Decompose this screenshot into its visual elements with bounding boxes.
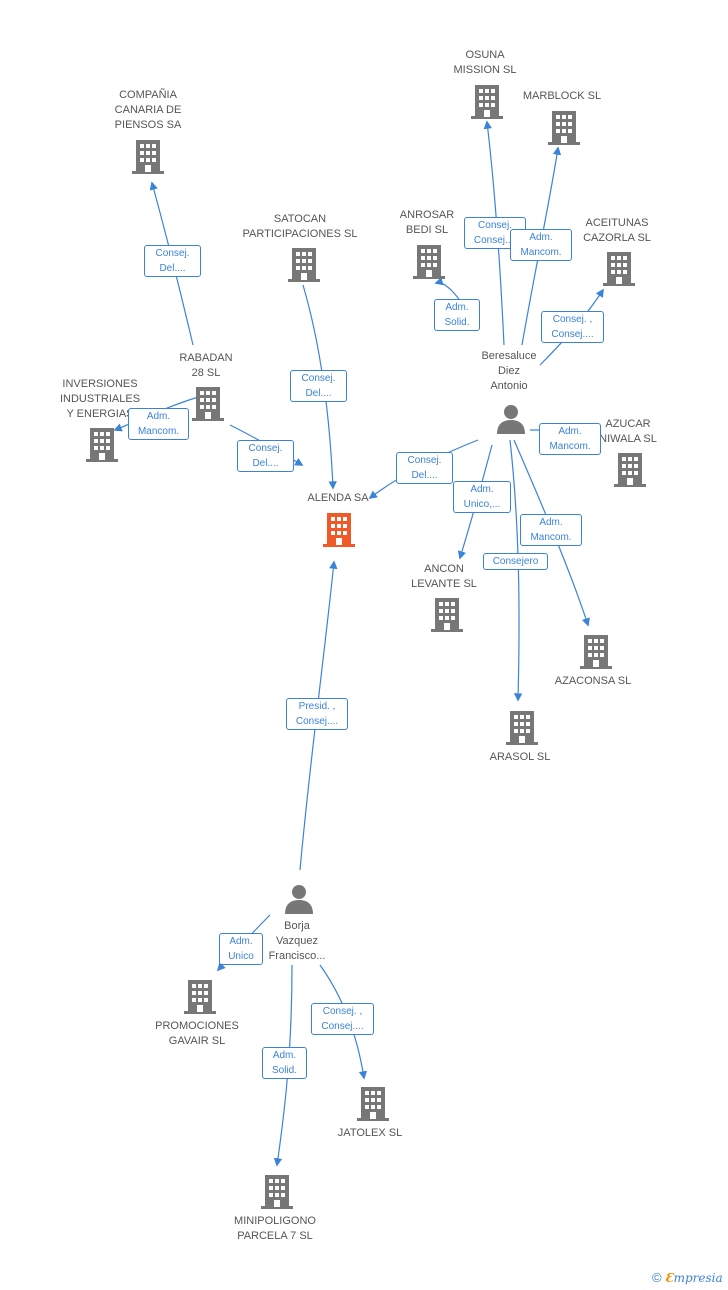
company-building-icon[interactable] [471,85,503,119]
edge-label-satocan[interactable]: Consej. Del.... [290,370,347,402]
brand-logo-text: mpresia [673,1271,723,1285]
edge-label-alenda-beresaluce[interactable]: Consej. Del.... [396,452,453,484]
company-label-anrosar: ANROSAR BEDI SL [399,209,455,236]
edge-label-ancon[interactable]: Adm. Unico,... [453,481,511,513]
company-label-azucar: AZUCAR NIWALA SL [599,418,657,445]
edge-label-compania[interactable]: Consej. Del.... [144,245,201,277]
person-label-beresaluce: Beresaluce Diez Antonio [481,350,537,392]
company-building-icon[interactable] [132,140,164,174]
company-label-compania-canaria: COMPAÑIA CANARIA DE PIENSOS SA [114,89,182,131]
company-building-icon[interactable] [506,711,538,745]
company-building-icon[interactable] [413,245,445,279]
edge-label-inversiones[interactable]: Adm. Mancom. [128,408,189,440]
company-building-icon[interactable] [548,111,580,145]
person-icon[interactable] [284,884,314,914]
company-label-promociones: PROMOCIONES GAVAIR SL [155,1020,239,1047]
company-label-alenda: ALENDA SA [307,492,369,504]
brand-logo-e: Ɛ [664,1271,674,1285]
company-building-icon[interactable] [603,252,635,286]
brand-footer: © Ɛmpresia [652,1270,723,1285]
edge-label-azucar[interactable]: Adm. Mancom. [539,423,601,455]
copyright-icon: © [652,1270,662,1285]
company-building-icon[interactable] [86,428,118,462]
edge-label-jatolex[interactable]: Consej. , Consej.... [311,1003,374,1035]
company-label-osuna: OSUNA MISSION SL [453,49,517,76]
company-building-icon[interactable] [357,1087,389,1121]
company-label-aceitunas: ACEITUNAS CAZORLA SL [583,217,651,244]
edge-label-azaconsa[interactable]: Adm. Mancom. [520,514,582,546]
company-building-icon[interactable] [431,598,463,632]
edge-label-marblock[interactable]: Adm. Mancom. [510,229,572,261]
company-building-icon[interactable] [288,248,320,282]
edge-label-anrosar[interactable]: Adm. Solid. [434,299,480,331]
edge-label-alenda-borja[interactable]: Presid. , Consej.... [286,698,348,730]
company-label-jatolex: JATOLEX SL [337,1127,403,1139]
edge-label-minipoligono[interactable]: Adm. Solid. [262,1047,307,1079]
company-label-satocan: SATOCAN PARTICIPACIONES SL [242,213,358,240]
company-label-rabadan: RABADAN 28 SL [179,352,233,379]
focus-company-building-icon[interactable] [323,513,355,547]
company-label-ancon: ANCON LEVANTE SL [411,563,477,590]
company-label-azaconsa: AZACONSA SL [554,675,632,687]
edge-arasol [509,439,523,702]
edge-label-arasol[interactable]: Consejero [483,553,548,570]
company-label-inversiones: INVERSIONES INDUSTRIALES Y ENERGIAS [59,378,141,420]
edge-label-aceitunas[interactable]: Consej. , Consej.... [541,311,604,343]
company-building-icon[interactable] [184,980,216,1014]
person-icon[interactable] [496,404,526,434]
person-label-borja: Borja Vazquez Francisco... [268,920,326,962]
company-label-arasol: ARASOL SL [489,751,551,763]
edge-label-promociones[interactable]: Adm. Unico [219,933,263,965]
company-building-icon[interactable] [580,635,612,669]
company-building-icon[interactable] [614,453,646,487]
company-label-marblock: MARBLOCK SL [522,90,602,102]
company-building-icon[interactable] [192,387,224,421]
company-building-icon[interactable] [261,1175,293,1209]
company-label-minipoligono: MINIPOLIGONO PARCELA 7 SL [234,1215,316,1242]
edge-label-rabadan[interactable]: Consej. Del.... [237,440,294,472]
